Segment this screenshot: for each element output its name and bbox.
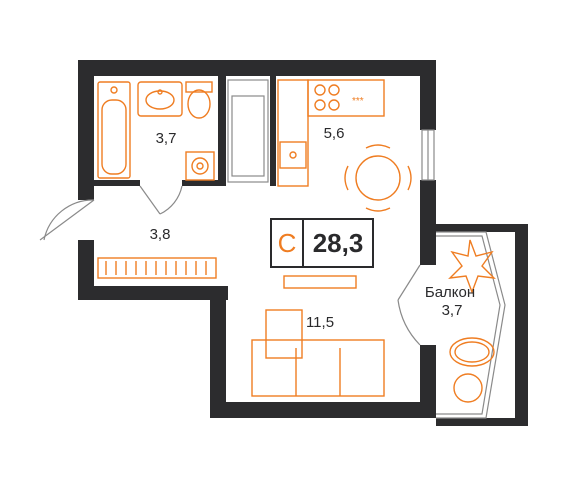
svg-text:***: *** xyxy=(352,96,364,107)
balcony-door xyxy=(397,264,421,346)
stove-marks: *** xyxy=(352,96,364,107)
hallway-wardrobe xyxy=(97,257,217,279)
balcony-furniture xyxy=(448,239,496,403)
walls xyxy=(78,60,528,426)
balcony-area: 3,7 xyxy=(441,302,463,319)
closet xyxy=(227,79,269,183)
bathroom-area: 3,7 xyxy=(155,130,177,147)
apartment-type: С xyxy=(272,220,304,266)
living-area: 11,5 xyxy=(305,314,335,331)
bathroom-fixtures xyxy=(97,81,215,181)
balcony-window xyxy=(436,231,506,419)
entrance-door xyxy=(39,199,95,241)
total-area: 28,3 xyxy=(312,227,364,258)
apartment-badge: С 28,3 xyxy=(270,218,374,268)
hallway-area: 3,8 xyxy=(149,226,171,243)
balcony-label: Балкон xyxy=(424,284,476,301)
window xyxy=(421,129,435,181)
kitchen-area: 5,6 xyxy=(323,125,345,142)
living-furniture xyxy=(251,275,385,397)
bathroom-door xyxy=(139,185,183,215)
kitchen-fixtures xyxy=(277,79,412,212)
